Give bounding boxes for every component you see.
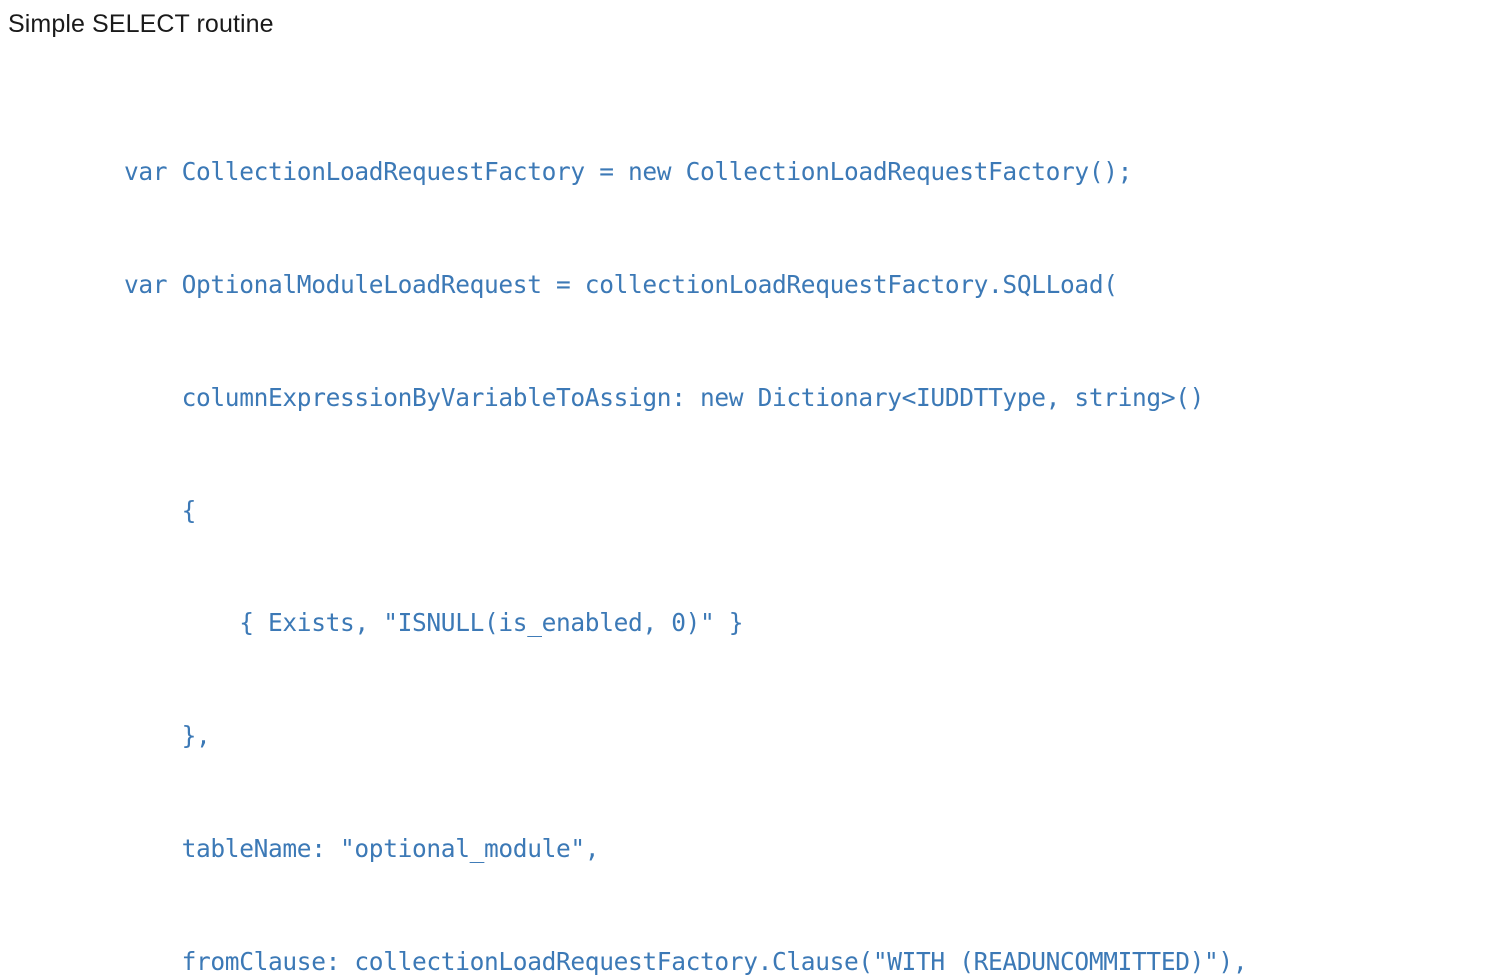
code-line: { [124, 495, 197, 525]
slide-canvas: Simple SELECT routine var CollectionLoad… [8, 10, 1248, 976]
code-line: columnExpressionByVariableToAssign: new … [124, 382, 1205, 412]
code-block: var CollectionLoadRequestFactory = new C… [124, 78, 1487, 980]
code-line: }, [124, 721, 211, 751]
code-line: fromClause: collectionLoadRequestFactory… [124, 946, 1248, 976]
page-title: Simple SELECT routine [8, 10, 274, 38]
code-line: var OptionalModuleLoadRequest = collecti… [124, 269, 1118, 299]
code-line: tableName: "optional_module", [124, 833, 600, 863]
code-line: { Exists, "ISNULL(is_enabled, 0)" } [124, 608, 744, 638]
code-line: var CollectionLoadRequestFactory = new C… [124, 157, 1133, 187]
